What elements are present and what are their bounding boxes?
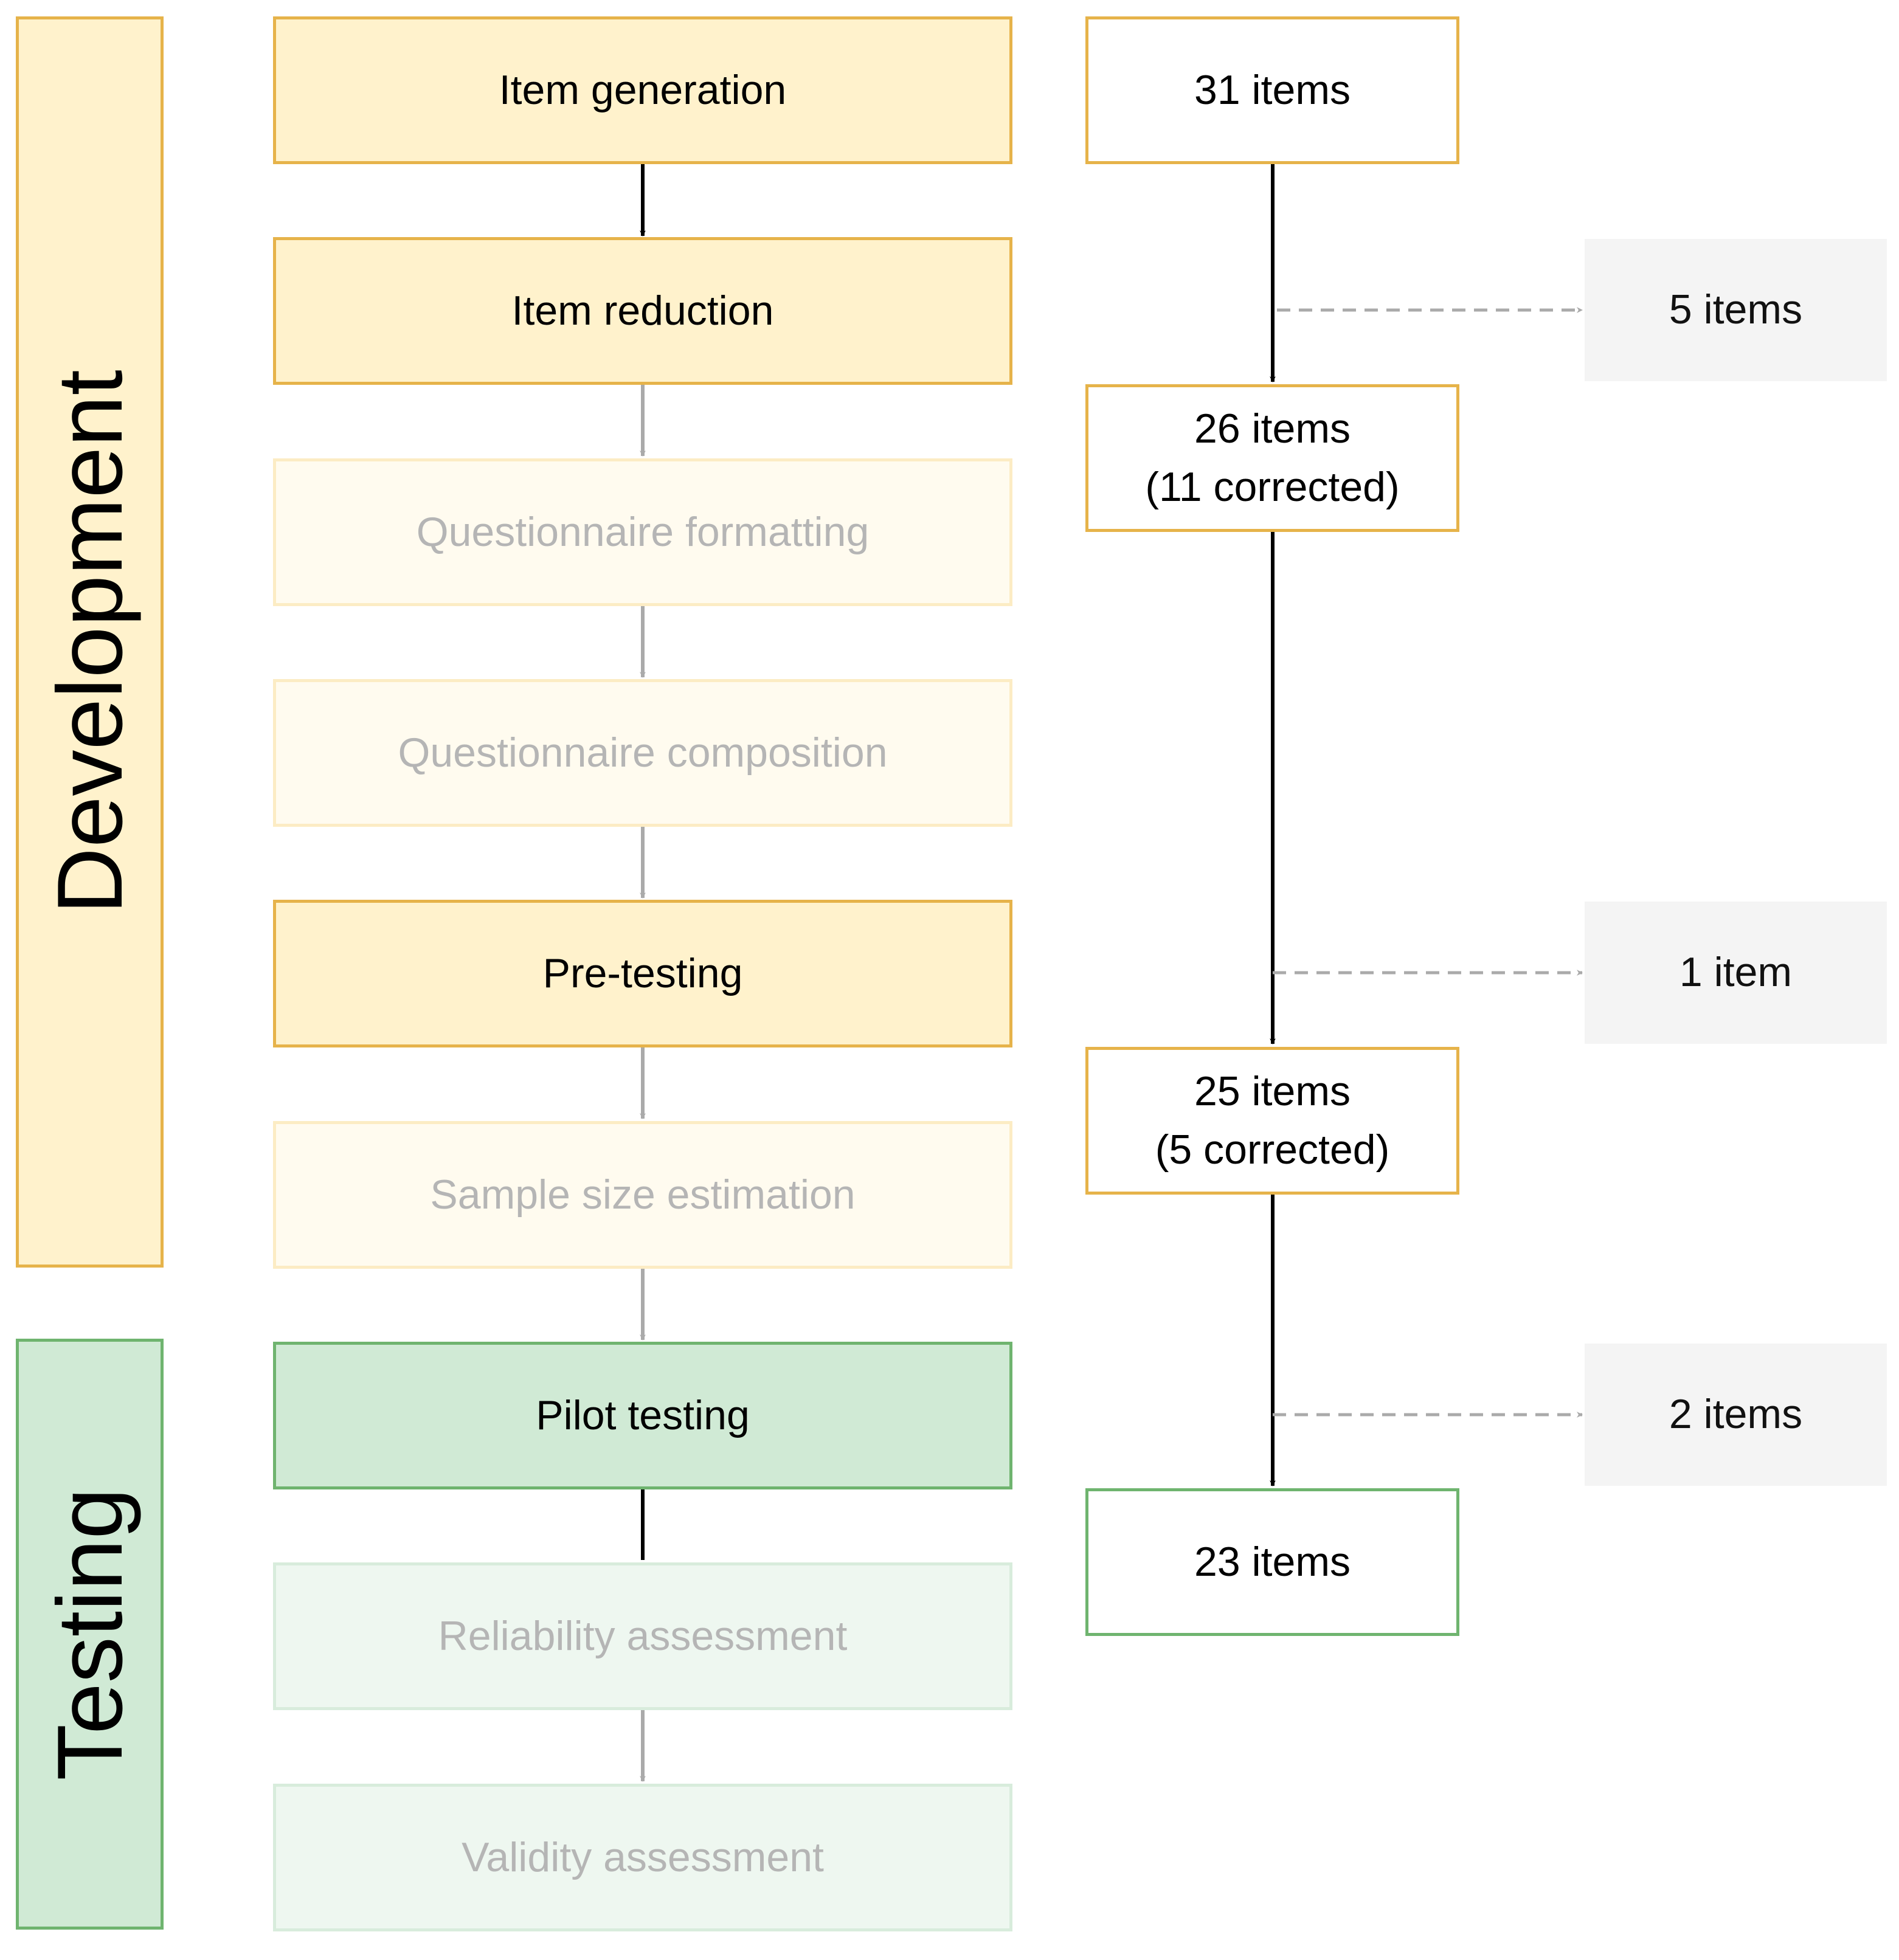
- step-validity-assessment: Validity assessment: [273, 1784, 1012, 1931]
- step-reliability-assessment: Reliability assessment: [273, 1562, 1012, 1710]
- count-initial: 31 items: [1085, 16, 1459, 164]
- step-pilot-testing: Pilot testing: [273, 1342, 1012, 1489]
- removed-reduction: 5 items: [1585, 239, 1887, 381]
- step-item-generation: Item generation: [273, 16, 1012, 164]
- step-questionnaire-formatting: Questionnaire formatting: [273, 458, 1012, 606]
- removed-pilot: 2 items: [1585, 1344, 1887, 1486]
- count-after-pretesting-line1: 25 items: [1194, 1068, 1351, 1115]
- phase-testing-label: Testing: [38, 1488, 142, 1781]
- count-after-reduction-line2: (11 corrected): [1145, 463, 1400, 510]
- count-after-pretesting-line2: (5 corrected): [1155, 1126, 1390, 1173]
- phase-development-label: Development: [38, 370, 142, 914]
- removed-pretesting: 1 item: [1585, 902, 1887, 1044]
- count-after-pretesting: 25 items (5 corrected): [1085, 1047, 1459, 1195]
- step-pre-testing: Pre-testing: [273, 900, 1012, 1047]
- removal-arrows: [1273, 307, 1583, 1418]
- step-sample-size-estimation: Sample size estimation: [273, 1121, 1012, 1269]
- count-after-reduction: 26 items (11 corrected): [1085, 384, 1459, 532]
- step-item-reduction: Item reduction: [273, 237, 1012, 385]
- count-after-reduction-line1: 26 items: [1194, 405, 1351, 452]
- phase-testing: Testing: [16, 1339, 164, 1930]
- step-questionnaire-composition: Questionnaire composition: [273, 679, 1012, 827]
- phase-development: Development: [16, 16, 164, 1268]
- count-final: 23 items: [1085, 1488, 1459, 1636]
